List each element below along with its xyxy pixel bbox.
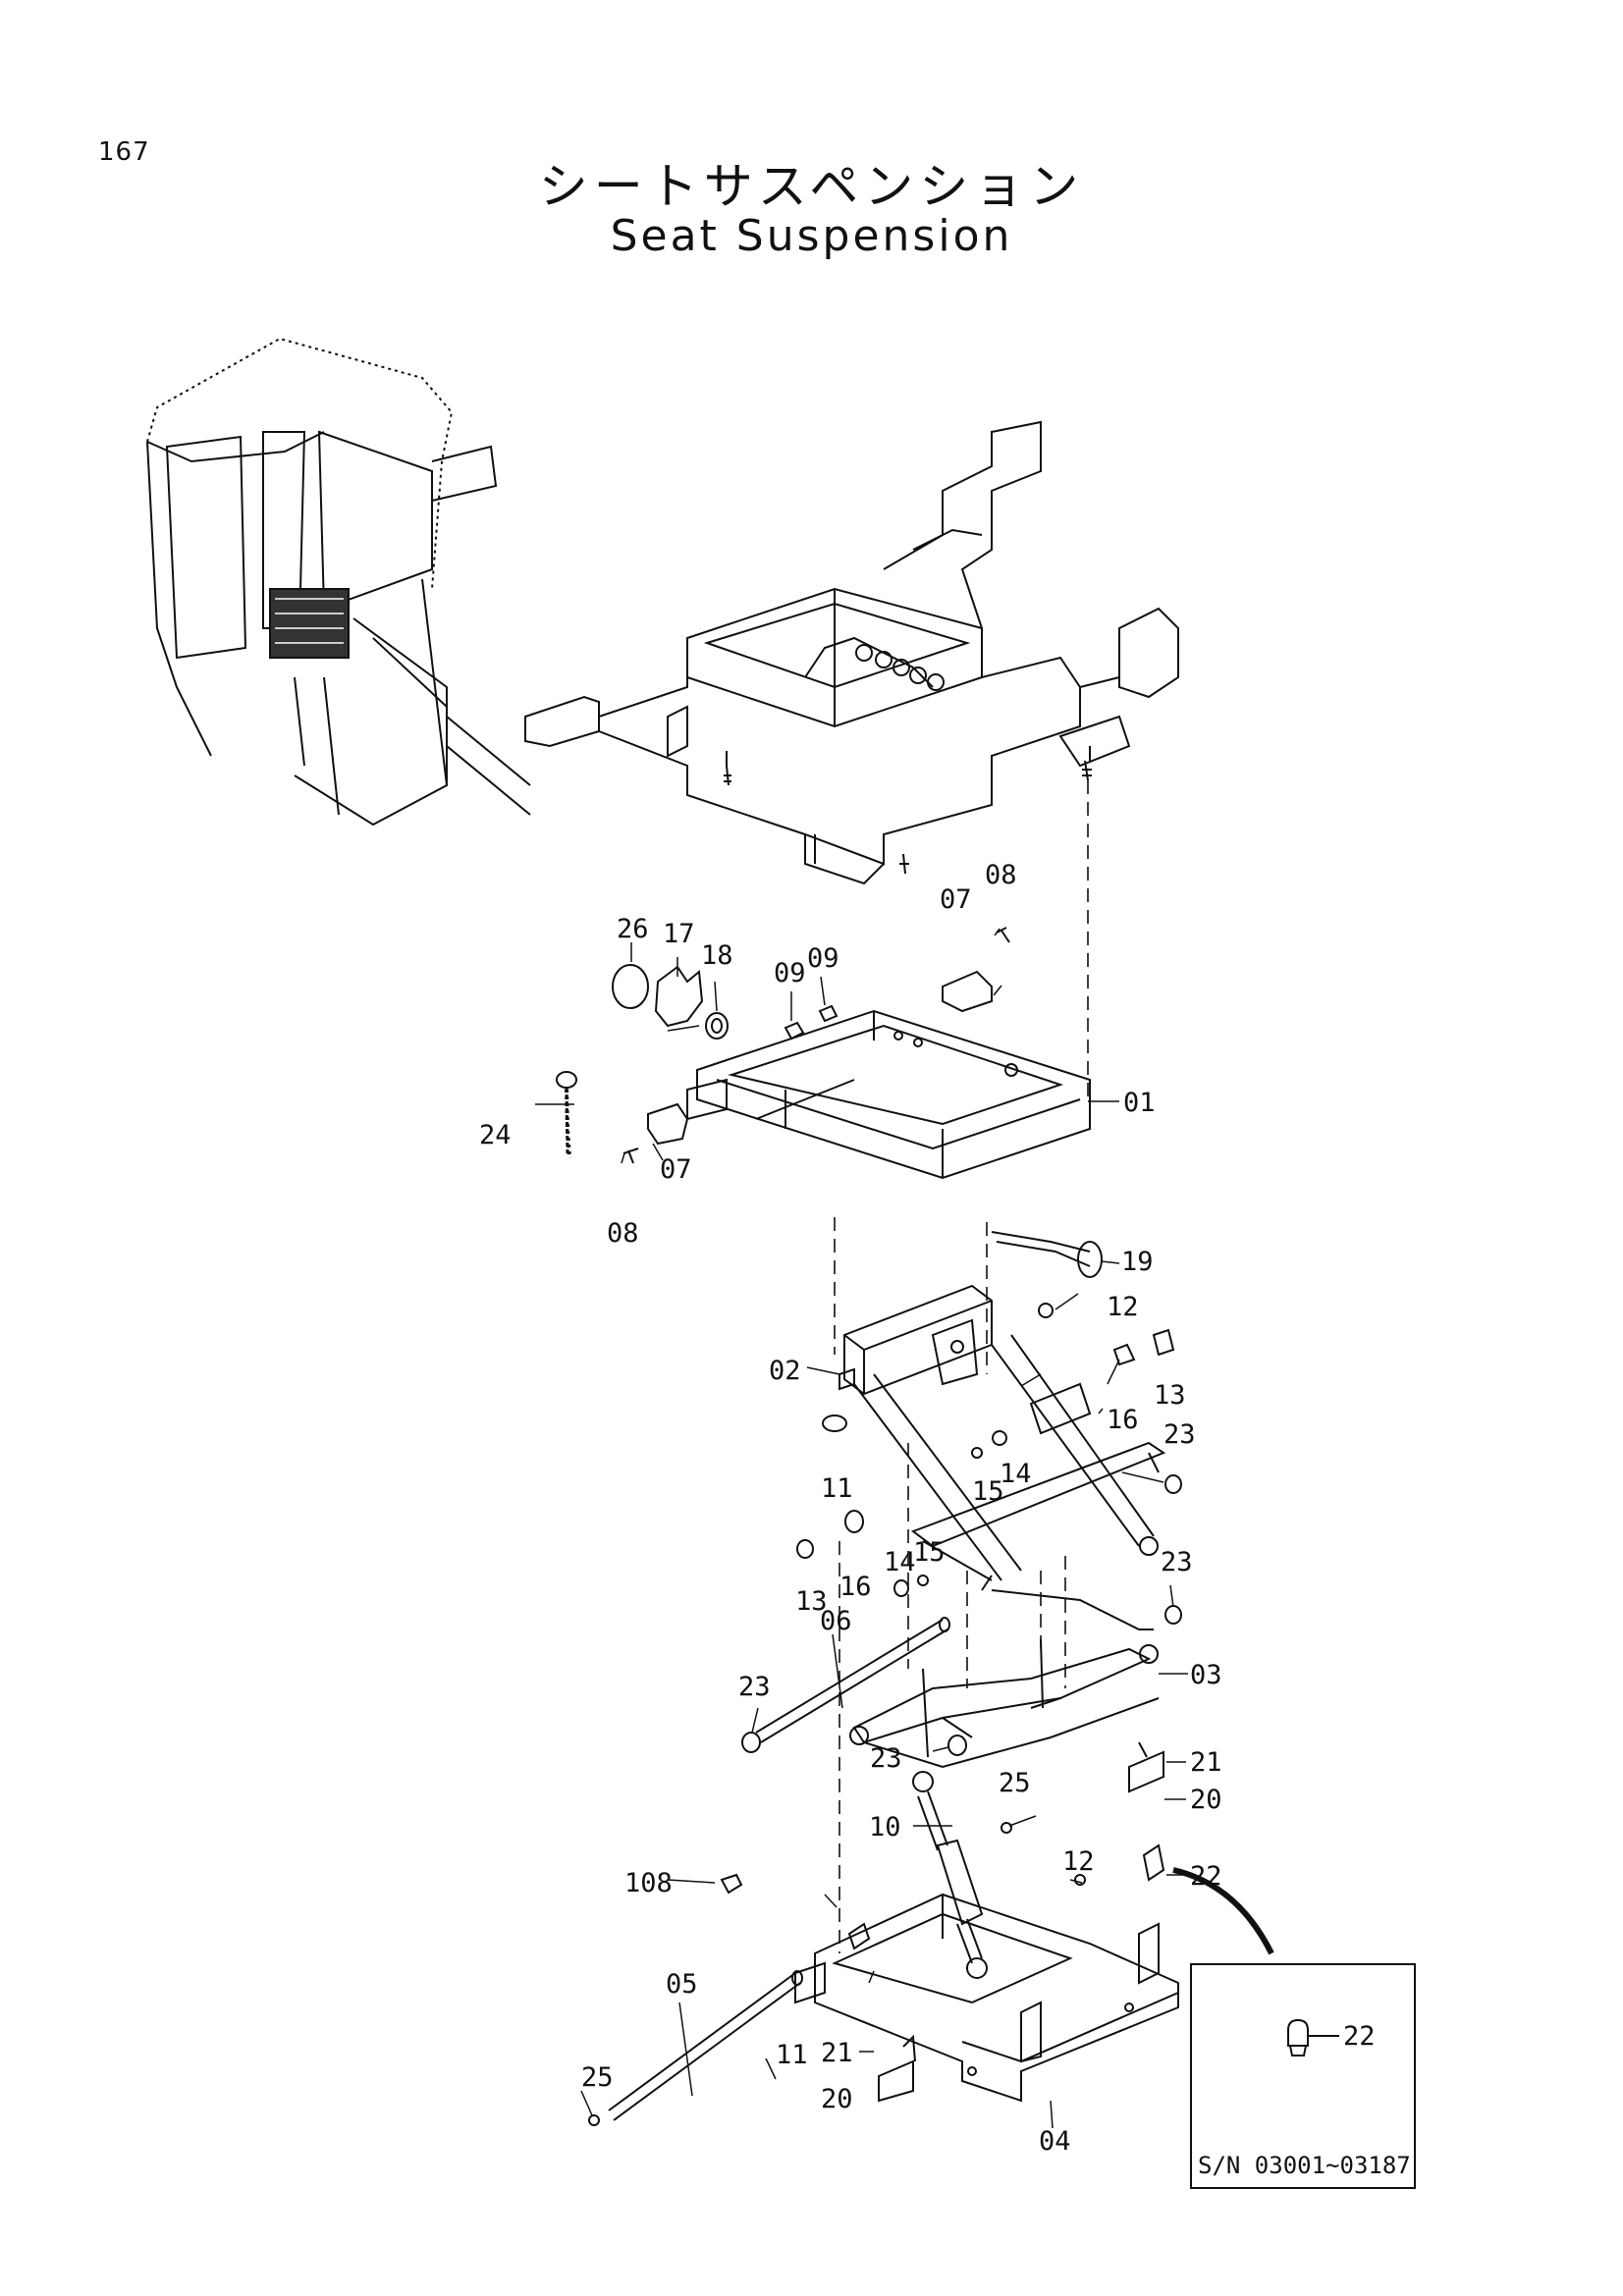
callout-12b: 12 [1062, 1846, 1095, 1877]
inset-callout-22: 22 [1343, 2021, 1376, 2052]
shaft-part-05 [608, 1970, 803, 2121]
inset-leader-arrow [1172, 1867, 1274, 1955]
callout-23a: 23 [1163, 1419, 1196, 1450]
callout-08b: 08 [607, 1218, 639, 1249]
leader-lines [535, 928, 1188, 2129]
callout-20b: 20 [821, 2084, 853, 2114]
callout-24: 24 [479, 1120, 512, 1150]
seat-base-frame [524, 420, 1179, 885]
callout-23d: 23 [870, 1743, 902, 1774]
lever-part-19 [991, 1231, 1103, 1278]
lower-base-part-04 [794, 1893, 1179, 2103]
callout-14b: 14 [884, 1547, 916, 1577]
lower-scissor-arm-part-03 [849, 1638, 1160, 1769]
seat-rail-frame-part-01 [686, 1009, 1091, 1180]
callout-108: 108 [624, 1868, 673, 1898]
page-number: 167 [98, 137, 150, 167]
adjuster-knob-set [612, 964, 729, 1040]
callout-07a: 07 [940, 884, 972, 915]
title-english: Seat Suspension [610, 211, 1013, 261]
callout-13a: 13 [1154, 1380, 1186, 1411]
assembly-guide-lines [834, 780, 1089, 1953]
callout-23c: 23 [738, 1672, 771, 1702]
chain-part-24 [565, 1089, 571, 1159]
callout-11a: 11 [821, 1473, 853, 1504]
callout-18: 18 [701, 940, 733, 971]
callout-25b: 25 [581, 2062, 614, 2093]
cab-overview-illustration [146, 337, 531, 827]
scissor-arms [853, 1334, 1166, 1630]
callout-16b: 16 [839, 1572, 872, 1602]
callout-21a: 21 [1190, 1747, 1222, 1778]
callout-13b: 13 [795, 1586, 828, 1617]
shaft-part-06 [755, 1617, 950, 1743]
callout-16a: 16 [1107, 1405, 1139, 1435]
callout-17: 17 [663, 919, 695, 949]
damper-part-10 [912, 1771, 988, 1979]
callout-07b: 07 [660, 1154, 692, 1185]
callout-19: 19 [1121, 1247, 1154, 1277]
callout-11b: 11 [776, 2040, 808, 2070]
callout-04: 04 [1039, 2126, 1071, 2157]
inset-caption: S/N 03001~03187 [1198, 2152, 1411, 2179]
callout-26: 26 [617, 914, 649, 944]
callout-21b: 21 [821, 2038, 853, 2068]
callout-09a: 09 [774, 958, 806, 988]
callout-15a: 15 [972, 1476, 1004, 1507]
callout-22a: 22 [1190, 1861, 1222, 1892]
callout-25a: 25 [999, 1768, 1031, 1798]
callout-23b: 23 [1161, 1547, 1193, 1577]
callout-01: 01 [1123, 1088, 1156, 1118]
callout-09b: 09 [807, 943, 839, 974]
callout-03: 03 [1190, 1660, 1222, 1690]
upper-scissor-bracket-part-02 [839, 1284, 993, 1396]
callout-15b: 15 [913, 1537, 946, 1568]
small-hardware [556, 927, 1182, 2126]
serial-number-inset: 22 S/N 03001~03187 [1190, 1963, 1416, 2189]
callout-10: 10 [869, 1812, 901, 1842]
callout-05: 05 [666, 1969, 698, 2000]
inset-part-22-drawing: 22 [1287, 2018, 1376, 2056]
callout-12a: 12 [1107, 1292, 1139, 1322]
callout-08a: 08 [985, 860, 1017, 890]
callout-20a: 20 [1190, 1785, 1222, 1815]
callout-14a: 14 [1000, 1459, 1032, 1489]
title-japanese: シートサスペンション [538, 158, 1085, 215]
callout-labels: 01 02 03 04 05 06 07 07 08 08 09 09 10 1… [479, 860, 1222, 2157]
callout-02: 02 [769, 1356, 801, 1386]
callout-06: 06 [820, 1606, 852, 1636]
